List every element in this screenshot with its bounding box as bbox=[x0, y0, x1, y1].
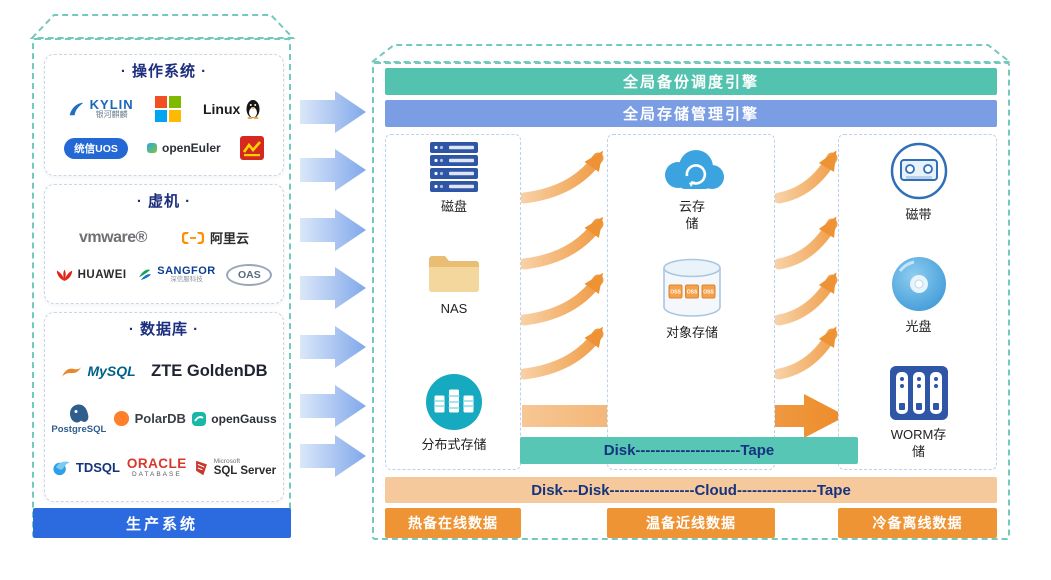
cloud-storage-label: 云存储 bbox=[678, 199, 705, 231]
tdsql-icon bbox=[53, 461, 70, 476]
opengauss-icon bbox=[192, 411, 207, 426]
huawei-brand-text: HUAWEI bbox=[77, 269, 127, 281]
nas-storage-item: NAS bbox=[386, 251, 522, 318]
mysql-brand-text: MySQL bbox=[87, 363, 136, 379]
penguin-icon bbox=[246, 99, 260, 119]
hot-storage-column: 磁盘 NAS 分布式存储 bbox=[385, 134, 521, 470]
kylin-brand-text: KYLIN bbox=[89, 96, 134, 112]
cloud-storage-item: 云存储 bbox=[608, 143, 776, 233]
warm-nearline-data-banner: 温备近线数据 bbox=[607, 508, 775, 538]
object-storage-item: OSS OSS OSS 对象存储 bbox=[608, 257, 776, 342]
sqlserver-sub-text: Microsoft bbox=[213, 457, 241, 465]
warm-storage-column: 云存储 OSS OSS OSS 对象存储 bbox=[607, 134, 775, 470]
linux-logo: Linux bbox=[203, 99, 261, 119]
mysql-logo: MySQL bbox=[60, 363, 136, 379]
tape-storage-item: 磁带 bbox=[839, 141, 998, 224]
oas-logo: OAS bbox=[226, 264, 273, 286]
postgresql-brand-text: PostgreSQL bbox=[51, 424, 107, 435]
polardb-logo: PolarDB bbox=[113, 410, 186, 427]
goldendb-logo: ZTE GoldenDB bbox=[151, 361, 268, 380]
tape-label: 磁带 bbox=[905, 207, 932, 222]
disk-storage-item: 磁盘 bbox=[386, 141, 522, 216]
aliyun-brand-text: 阿里云 bbox=[209, 231, 249, 246]
red-yellow-os-vendor-icon bbox=[239, 136, 264, 161]
vm-group-card: · 虚机 · vmware® 阿里云 bbox=[44, 184, 284, 304]
aliyun-logo: 阿里云 bbox=[181, 228, 249, 247]
polardb-brand-text: PolarDB bbox=[134, 411, 186, 427]
opengauss-logo: openGauss bbox=[192, 411, 277, 426]
db-group-title: · 数据库 · bbox=[128, 321, 200, 338]
openeuler-logo: openEuler bbox=[147, 141, 221, 155]
sangfor-leaf-icon bbox=[139, 269, 152, 281]
polardb-icon bbox=[113, 411, 129, 427]
postgresql-logo: PostgreSQL bbox=[51, 403, 106, 435]
tape-icon bbox=[890, 142, 947, 200]
oss-box-label-3: OSS bbox=[703, 290, 714, 296]
disk-disk-cloud-tape-flow-banner: Disk---Disk-----------------Cloud-------… bbox=[385, 477, 997, 503]
blue-flow-arrows bbox=[300, 91, 366, 477]
kylin-horse-icon bbox=[69, 102, 83, 115]
global-backup-scheduler-banner: 全局备份调度引擎 bbox=[385, 68, 997, 95]
windows-logo-icon bbox=[155, 95, 182, 122]
uos-logo: 统信UOS bbox=[64, 137, 128, 159]
sqlserver-icon bbox=[195, 460, 207, 476]
aliyun-bracket-icon bbox=[181, 231, 204, 244]
right-panel-top-face bbox=[369, 44, 1013, 63]
worm-storage-label: WORM存储 bbox=[890, 427, 947, 459]
os-group-title: · 操作系统 · bbox=[120, 63, 208, 80]
optical-disc-item: 光盘 bbox=[839, 255, 998, 336]
huawei-flower-icon bbox=[56, 269, 72, 281]
linux-brand-text: Linux bbox=[202, 100, 241, 117]
production-system-banner: 生产系统 bbox=[33, 508, 291, 538]
sangfor-sub-text: 深信服科技 bbox=[170, 276, 203, 284]
openeuler-brand-text: openEuler bbox=[162, 141, 221, 156]
distributed-storage-icon bbox=[426, 374, 482, 430]
oss-box-label-1: OSS bbox=[670, 290, 681, 296]
os-group-card: · 操作系统 · KYLIN 银河麒麟 Linux bbox=[44, 54, 284, 176]
cold-storage-column: 磁带 光盘 bbox=[838, 134, 997, 470]
postgresql-elephant-icon bbox=[69, 404, 89, 423]
backup-panel-frame bbox=[372, 62, 1010, 540]
vmware-logo: vmware® bbox=[79, 228, 147, 246]
tdsql-logo: TDSQL bbox=[52, 460, 120, 476]
optical-disc-label: 光盘 bbox=[905, 319, 932, 334]
kylin-logo: KYLIN 银河麒麟 bbox=[67, 96, 134, 120]
disk-tape-flow-banner: Disk---------------------Tape bbox=[520, 437, 858, 464]
distributed-storage-item: 分布式存储 bbox=[386, 373, 522, 454]
object-storage-icon: OSS OSS OSS bbox=[663, 258, 721, 317]
sqlserver-brand-text: SQL Server bbox=[213, 465, 277, 478]
distributed-storage-label: 分布式存储 bbox=[421, 437, 487, 452]
cold-offline-data-banner: 冷备离线数据 bbox=[838, 508, 997, 538]
oracle-brand-text: ORACLE bbox=[126, 456, 187, 472]
left-panel-top-face bbox=[29, 14, 296, 39]
nas-label: NAS bbox=[440, 301, 468, 316]
global-storage-manager-banner: 全局存储管理引擎 bbox=[385, 100, 997, 127]
mysql-dolphin-icon bbox=[62, 366, 82, 377]
db-group-card: · 数据库 · MySQL ZTE GoldenDB PostgreSQ bbox=[44, 312, 284, 502]
worm-storage-item: WORM存储 bbox=[839, 365, 998, 461]
nas-folder-icon bbox=[429, 256, 479, 292]
optical-disc-icon bbox=[891, 257, 946, 311]
huawei-logo: HUAWEI bbox=[56, 269, 127, 282]
object-storage-label: 对象存储 bbox=[665, 325, 718, 340]
sqlserver-logo: Microsoft SQL Server bbox=[194, 457, 277, 478]
oracle-sub-text: DATABASE bbox=[131, 470, 182, 478]
sangfor-logo: SANGFOR 深信服科技 bbox=[137, 264, 216, 284]
disk-label: 磁盘 bbox=[440, 199, 467, 214]
vm-group-title: · 虚机 · bbox=[136, 193, 192, 210]
hot-online-data-banner: 热备在线数据 bbox=[385, 508, 521, 538]
tdsql-brand-text: TDSQL bbox=[75, 460, 120, 476]
sangfor-brand-text: SANGFOR bbox=[157, 264, 216, 277]
opengauss-brand-text: openGauss bbox=[211, 411, 277, 426]
kylin-sub-text: 银河麒麟 bbox=[95, 110, 128, 120]
oracle-logo: ORACLE DATABASE bbox=[127, 457, 187, 478]
openeuler-icon bbox=[147, 143, 158, 154]
disk-array-icon bbox=[430, 142, 478, 192]
worm-storage-icon bbox=[889, 366, 948, 420]
cloud-storage-icon bbox=[665, 150, 724, 189]
oss-box-label-2: OSS bbox=[687, 290, 698, 296]
